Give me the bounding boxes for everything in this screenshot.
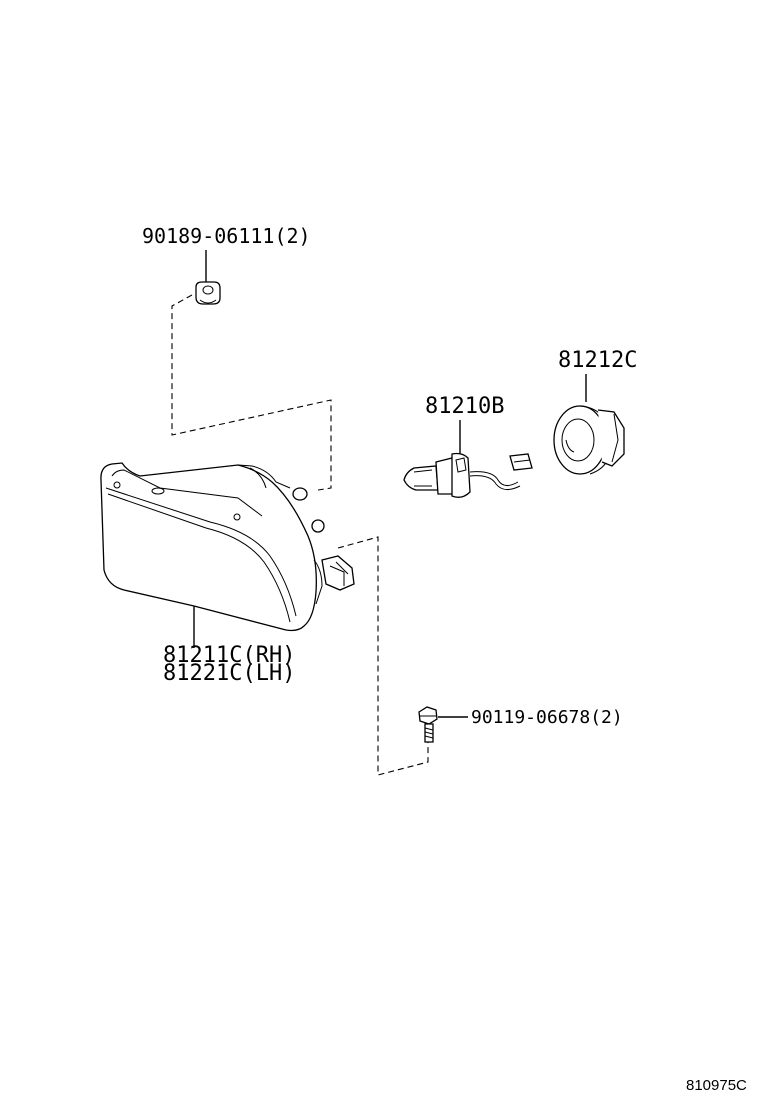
grommet-guide-dashed-line xyxy=(171,294,332,491)
grommet-icon xyxy=(195,281,221,305)
bolt-label: 90119-06678(2) xyxy=(471,707,623,728)
bulb-icon xyxy=(403,452,533,498)
bulb-label: 81210B xyxy=(425,394,504,419)
bolt-icon xyxy=(418,706,438,743)
fog-lamp-lh-label: 81221C(LH) xyxy=(163,661,295,686)
bulb-part[interactable]: 81210B xyxy=(403,394,533,498)
grommet-part[interactable]: 90189-06111(2) xyxy=(142,224,311,305)
grommet-label: 90189-06111(2) xyxy=(142,224,311,248)
diagram-reference-code: 810975C xyxy=(686,1077,747,1094)
socket-cover-icon xyxy=(553,405,625,475)
fog-lamp-icon xyxy=(100,462,355,632)
fog-lamp-rh-label: 81211C(RH) xyxy=(163,643,295,668)
socket-cover-label: 81212C xyxy=(558,348,637,373)
socket-cover-part[interactable]: 81212C xyxy=(553,348,637,475)
bolt-part[interactable]: 90119-06678(2) xyxy=(418,706,623,743)
fog-lamp-assembly[interactable]: 81211C(RH) 81221C(LH) xyxy=(100,462,355,686)
